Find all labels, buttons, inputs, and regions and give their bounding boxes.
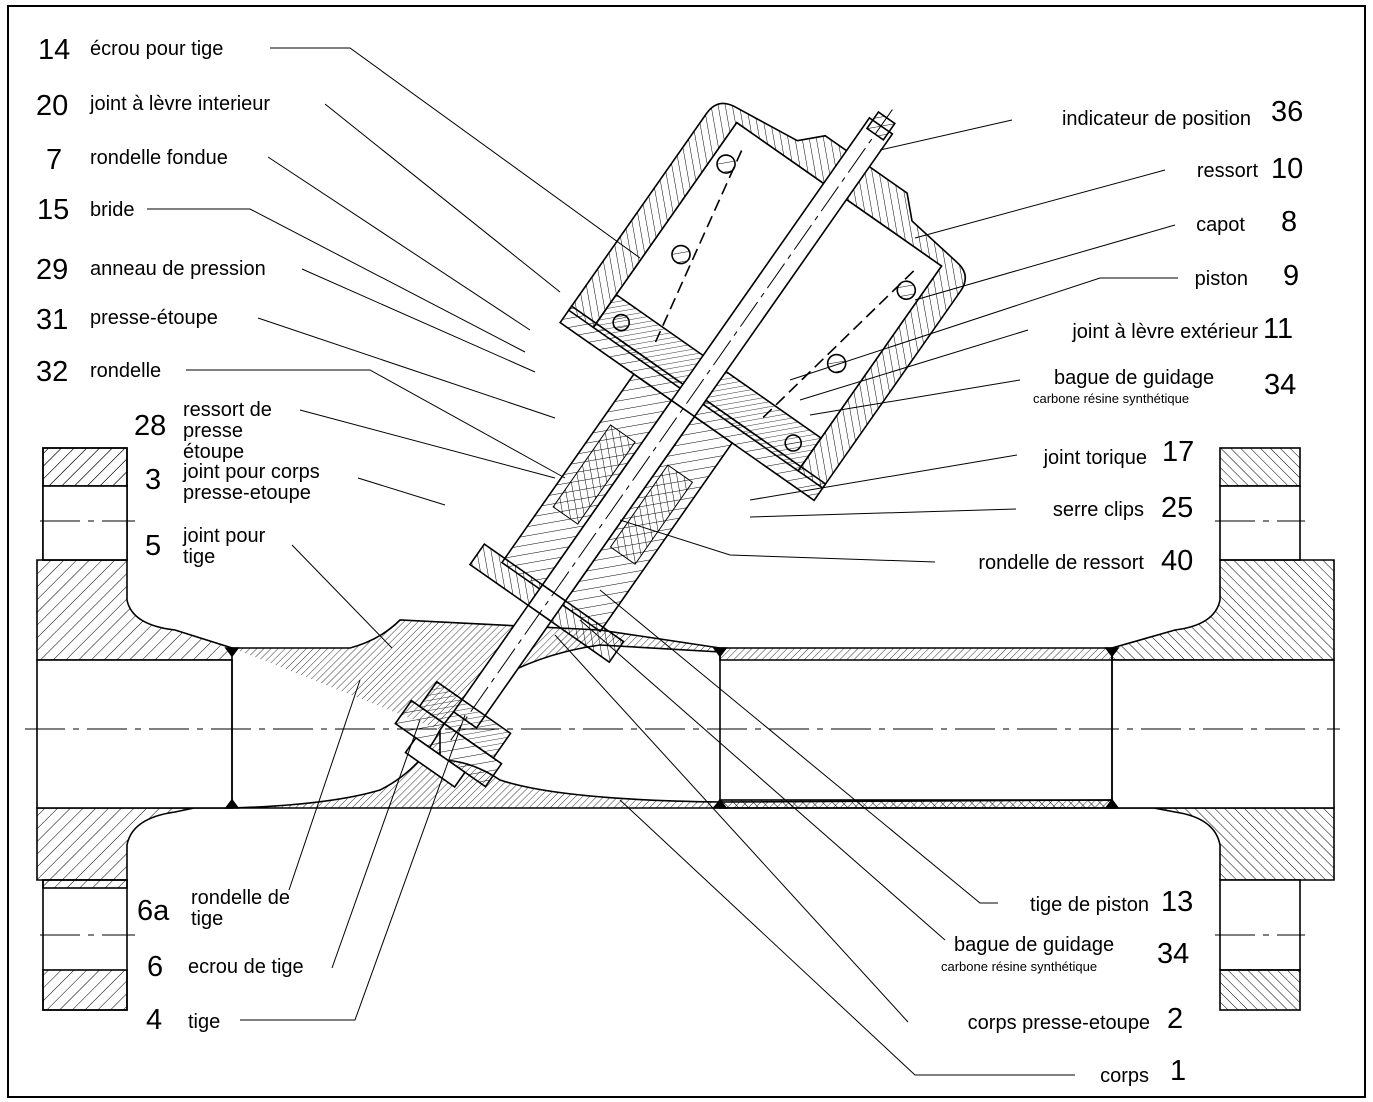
ref-36: 36: [1271, 96, 1304, 128]
label-rondelle-de-ressort: rondelle de ressort: [978, 552, 1144, 574]
ref-2: 2: [1167, 1003, 1184, 1035]
label-joint-pour-tige: joint pour tige: [183, 525, 266, 568]
centre-lines: [25, 520, 1340, 936]
ref-8: 8: [1281, 206, 1298, 238]
label-joint-torique: joint torique: [1043, 447, 1147, 469]
label-piston: piston: [1194, 268, 1248, 290]
label-rondelle-fondue: rondelle fondue: [90, 147, 228, 169]
label-bride: bride: [90, 199, 135, 221]
ref-40: 40: [1161, 545, 1194, 577]
ref-17: 17: [1162, 436, 1195, 468]
label-tige: tige: [188, 1011, 221, 1033]
drawing-frame: [7, 5, 1366, 1098]
right-flange: [1111, 447, 1335, 1011]
ref-13: 13: [1161, 886, 1194, 918]
label-tige-de-piston: tige de piston: [1030, 894, 1149, 916]
label-corps: corps: [1100, 1065, 1149, 1087]
label-bague-material-top: carbone résine synthétique: [1033, 391, 1190, 406]
ref-20: 20: [36, 90, 69, 122]
label-capot: capot: [1196, 214, 1245, 236]
ref-34-bottom: 34: [1157, 938, 1190, 970]
ref-11: 11: [1263, 313, 1294, 345]
ref-15: 15: [37, 194, 70, 226]
leader-lines-left: [147, 47, 641, 1021]
ref-6: 6: [147, 951, 164, 983]
pipe-body: [224, 619, 1120, 809]
label-ecrou-pour-tige: écrou pour tige: [90, 38, 224, 60]
label-indicateur-de-position: indicateur de position: [1061, 108, 1251, 130]
actuator-assembly: [394, 102, 966, 789]
ref-5: 5: [145, 530, 162, 562]
ref-14: 14: [38, 34, 71, 66]
label-ecrou-de-tige: ecrou de tige: [188, 956, 304, 978]
leader-lines-right: [554, 119, 1178, 1076]
ref-3: 3: [145, 464, 162, 496]
ref-25: 25: [1161, 492, 1194, 524]
label-serre-clips: serre clips: [1052, 499, 1144, 521]
label-bague-de-guidage-bottom: bague de guidage: [954, 934, 1115, 956]
ref-7: 7: [46, 144, 63, 176]
label-bague-material-bottom: carbone résine synthétique: [941, 959, 1098, 974]
ref-28: 28: [134, 410, 167, 442]
ref-31: 31: [36, 304, 69, 336]
label-joint-pour-corps-presse-etoupe: joint pour corps presse-etoupe: [183, 461, 320, 504]
ref-34-top: 34: [1264, 369, 1297, 401]
ref-1: 1: [1170, 1055, 1187, 1087]
label-bague-de-guidage-top: bague de guidage: [1054, 367, 1215, 389]
ref-29: 29: [36, 254, 69, 286]
label-joint-levre-exterieur: joint à lèvre extérieur: [1072, 321, 1258, 343]
ref-9: 9: [1283, 260, 1300, 292]
label-presse-etoupe: presse-étoupe: [90, 307, 218, 329]
ref-10: 10: [1271, 153, 1304, 185]
ref-6a: 6a: [137, 895, 170, 927]
label-corps-presse-etoupe: corps presse-etoupe: [967, 1012, 1150, 1034]
ref-4: 4: [146, 1004, 163, 1036]
label-ressort-de-presse-etoupe: ressort de presse étoupe: [183, 399, 272, 463]
label-rondelle-de-tige: rondelle de tige: [191, 887, 290, 930]
label-joint-levre-interieur: joint à lèvre interieur: [90, 93, 271, 115]
left-flange: [36, 447, 233, 1011]
label-rondelle: rondelle: [90, 360, 162, 382]
ref-32: 32: [36, 356, 69, 388]
label-ressort: ressort: [1196, 160, 1258, 182]
label-anneau-de-pression: anneau de pression: [90, 258, 266, 280]
